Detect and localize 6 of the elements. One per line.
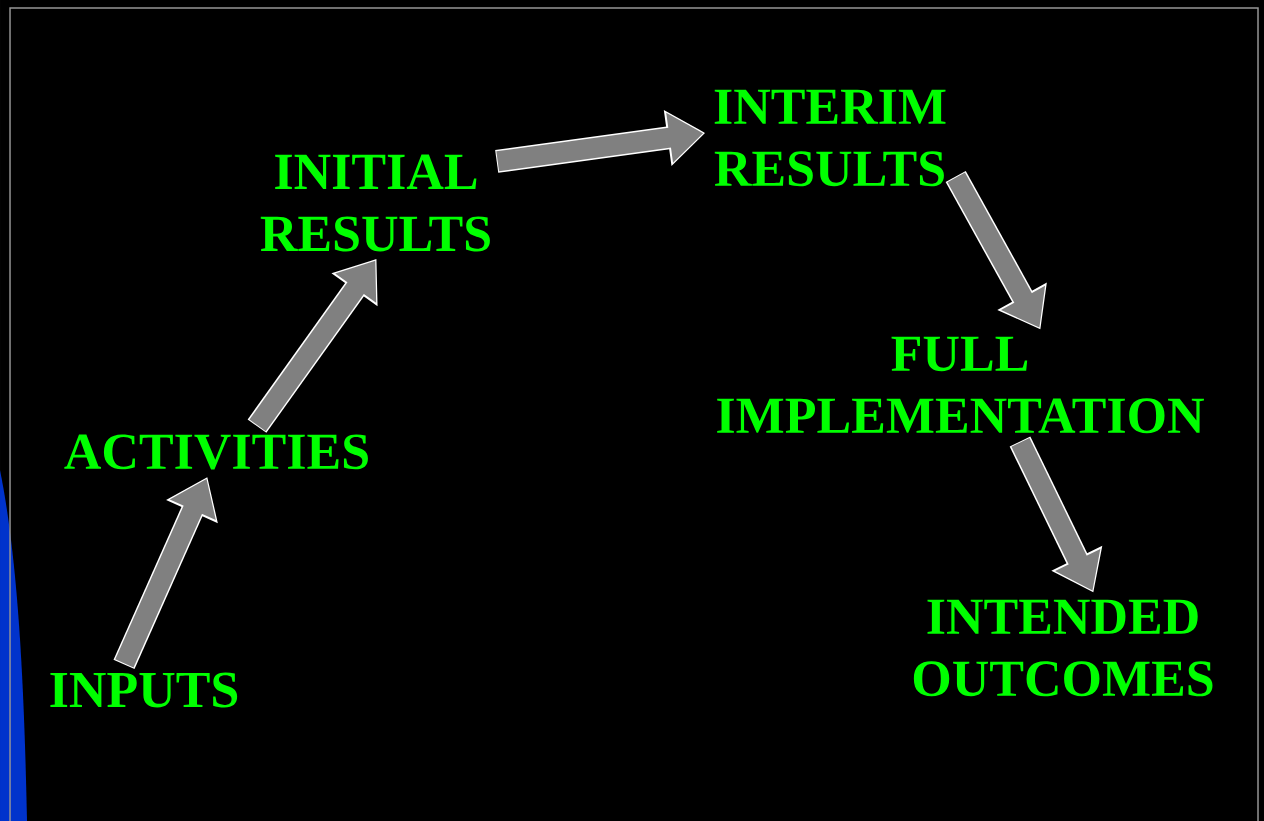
stage-label: INTERIM RESULTS xyxy=(714,89,946,187)
stage-label: INITIAL RESULTS xyxy=(260,154,490,252)
stage-label: ACTIVITIES xyxy=(64,434,368,470)
stage-label: INTENDED OUTCOMES xyxy=(913,599,1213,697)
stage-label: INPUTS xyxy=(50,672,238,708)
stage-label: FULL IMPLEMENTATION xyxy=(717,336,1204,434)
